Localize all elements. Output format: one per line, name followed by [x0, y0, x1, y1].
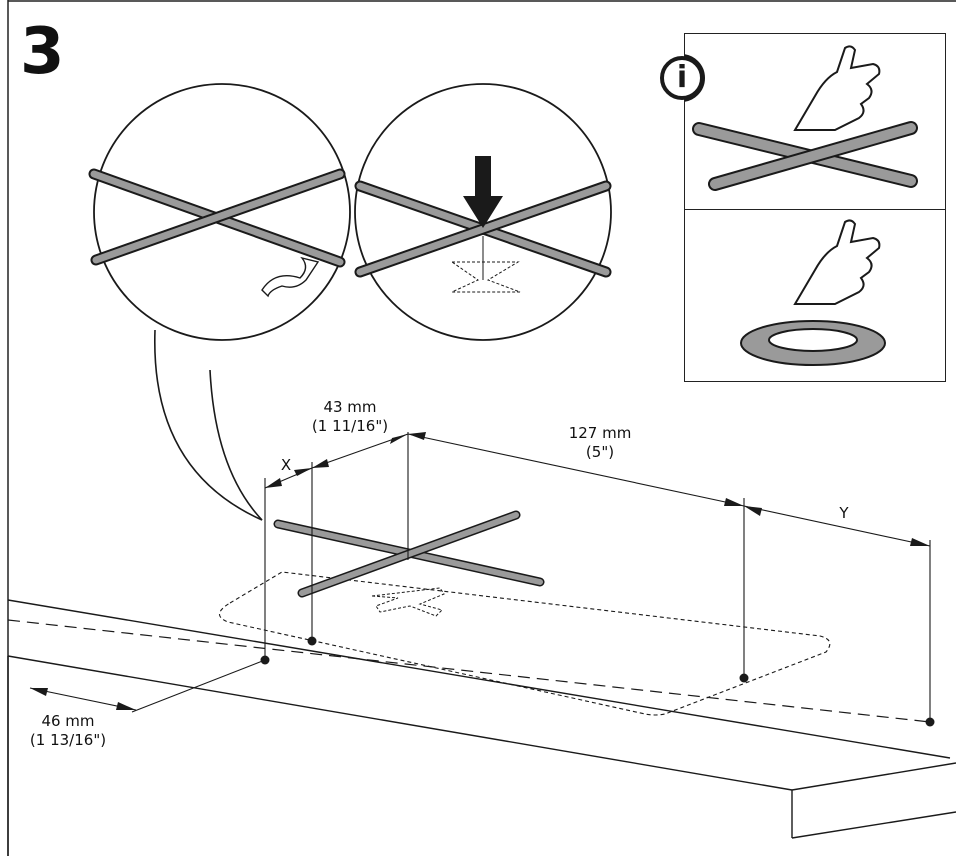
dim-43-label: 43 mm (1 11/16")	[300, 398, 400, 436]
detail-circle-peel	[88, 83, 351, 341]
tabletop	[7, 599, 956, 856]
dim-y-label: Y	[839, 504, 849, 522]
press-down-arrow-icon	[463, 156, 503, 228]
info-panel	[684, 33, 946, 382]
info-icon: i	[660, 56, 704, 100]
cross-pad-main	[273, 510, 545, 598]
finger-icon	[793, 45, 881, 131]
dim-46-label: 46 mm (1 13/16")	[18, 712, 118, 750]
finger-icon-2	[793, 219, 881, 305]
callout-tail	[154, 329, 263, 521]
step-number: 3	[20, 15, 65, 89]
dim-46-imperial: (1 13/16")	[29, 731, 107, 749]
detail-circle-press	[354, 83, 612, 341]
dimension-lines	[29, 432, 931, 722]
reference-dots	[260, 636, 935, 727]
dimension-arrowheads	[30, 432, 930, 710]
dim-46-metric: 46 mm	[41, 712, 95, 730]
dim-127-label: 127 mm (5")	[550, 424, 650, 462]
peel-arrow-icon	[261, 256, 320, 298]
info-icon-glyph: i	[676, 60, 688, 95]
dim-43-imperial: (1 11/16")	[311, 417, 389, 435]
dim-127-imperial: (5")	[585, 443, 615, 461]
pad-shadow-outline	[371, 587, 445, 617]
dim-127-metric: 127 mm	[568, 424, 632, 442]
dim-43-metric: 43 mm	[323, 398, 377, 416]
top-illustration	[692, 45, 918, 191]
base-footprint-outline	[218, 571, 831, 716]
info-divider	[685, 209, 945, 210]
bottom-illustration	[740, 219, 886, 366]
dim-x-label: X	[280, 456, 292, 474]
